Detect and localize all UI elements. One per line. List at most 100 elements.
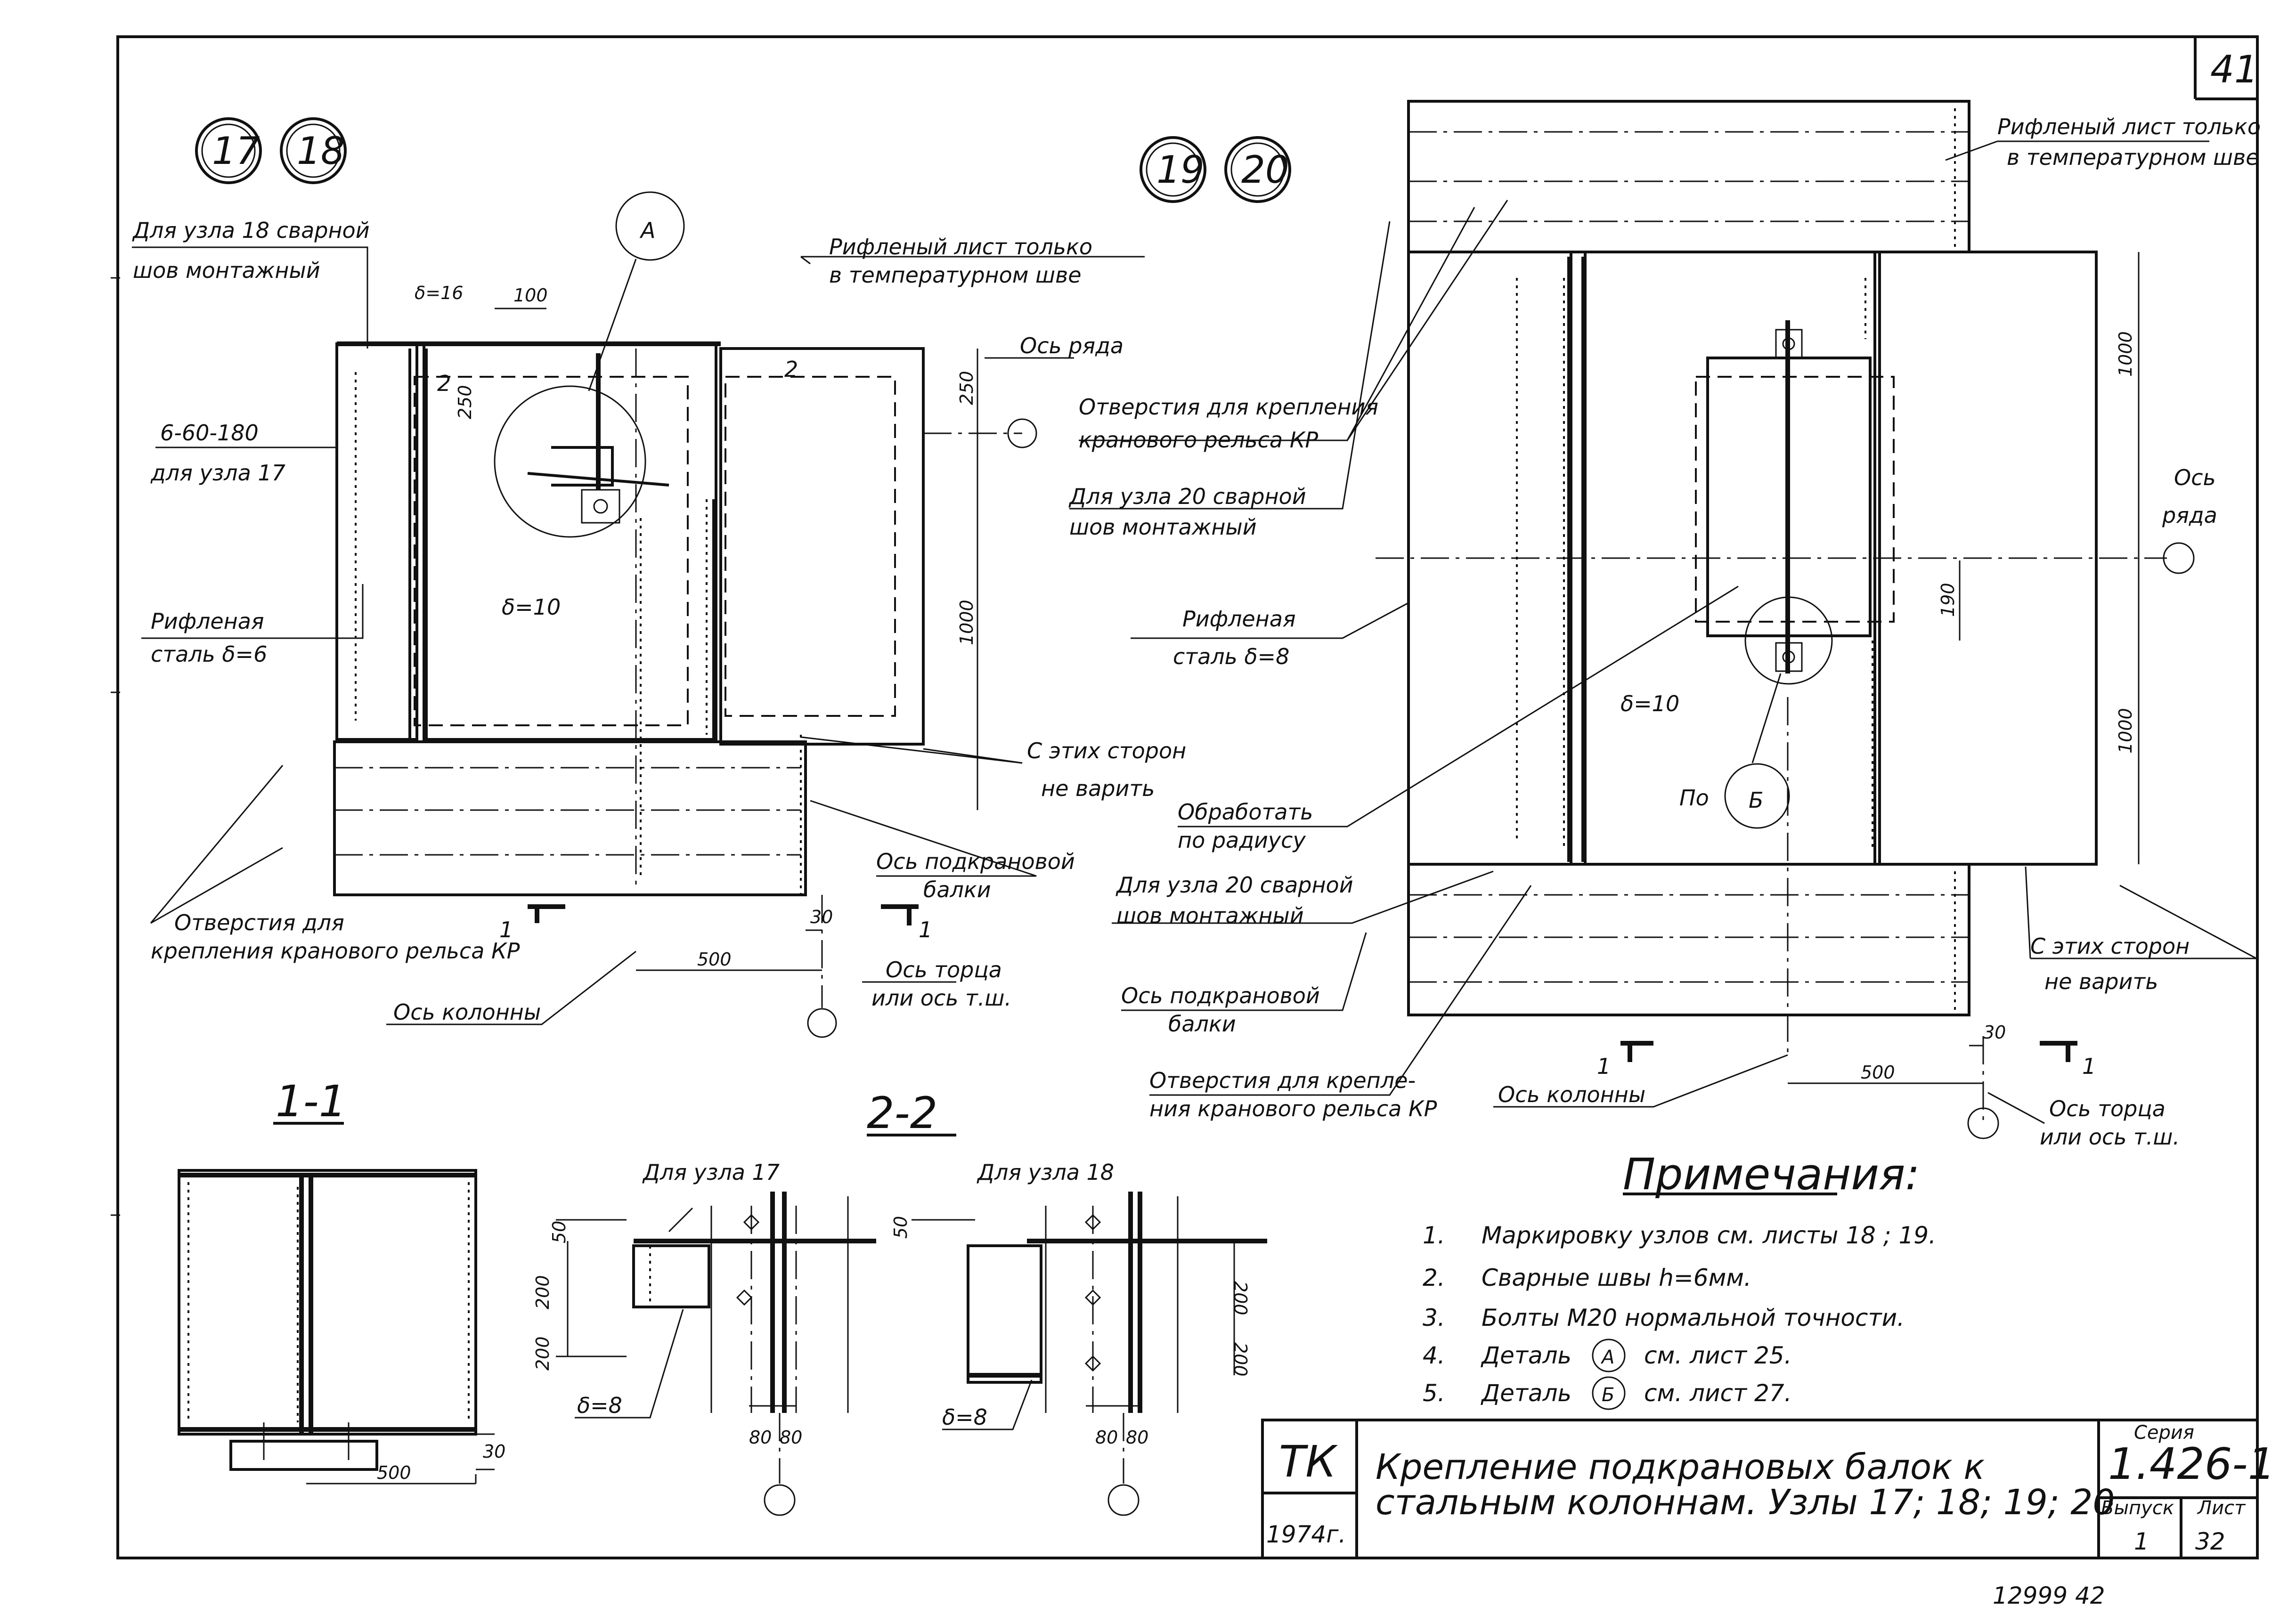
section-2-2-dim-50-b: 50 [890, 1216, 911, 1239]
right-riffle-note-2: в температурном шве [2007, 145, 2259, 170]
right-weld20-top-1: Для узла 20 сварной [1068, 484, 1306, 509]
title-org: ТК [1279, 1436, 1338, 1487]
right-column-axis: Ось колонны [1498, 1082, 1645, 1107]
node-markers-left [195, 117, 347, 184]
section-2-2-thk-a: δ=8 [577, 1393, 622, 1418]
right-beam-axis-2: балки [1168, 1011, 1236, 1037]
note-5-detail-circle [1592, 1376, 1626, 1410]
notes-heading: Примечания: [1623, 1149, 1920, 1200]
section-2-2-dim-200-a: 200 [532, 1275, 553, 1309]
right-rail-holes-top-1: Отверстия для крепления [1079, 394, 1378, 420]
section-2-2-dim-50-a: 50 [549, 1221, 570, 1243]
right-checkered-1: Рифленая [1182, 606, 1296, 632]
right-rail-holes-bot-1: Отверстия для крепле- [1149, 1068, 1416, 1093]
right-dim-1000-top: 1000 [2115, 331, 2136, 377]
note-3-num: 3. [1423, 1304, 1445, 1331]
node-label-19: 19 [1156, 148, 1205, 192]
issue-value: 1 [2134, 1528, 2149, 1555]
note-4-num: 4. [1423, 1342, 1445, 1369]
section-2-2-dim-80-d: 80 [1126, 1427, 1148, 1448]
left-no-weld-2: не варить [1041, 776, 1155, 801]
section-2-2-dim-200-d: 200 [1230, 1342, 1251, 1377]
right-detail-ref: По [1679, 785, 1709, 811]
node-circle-19 [1140, 136, 1206, 203]
note-4-tail: см. лист 25. [1644, 1342, 1791, 1369]
right-weld20-bot-1: Для узла 20 сварной [1115, 872, 1353, 898]
right-row-axis-2: ряда [2162, 503, 2217, 528]
right-plate-thk-10: δ=10 [1620, 691, 1679, 716]
section-1-1-dim-30: 30 [483, 1441, 505, 1462]
note-5-circle-letter: Б [1602, 1384, 1614, 1406]
left-cut-1b: 1 [919, 917, 932, 942]
left-no-weld-1: С этих сторон [1027, 738, 1186, 763]
title-line-1: Крепление подкрановых балок к [1376, 1447, 1985, 1487]
series-value: 1.426-1 [2108, 1439, 2275, 1489]
left-row-axis: Ось ряда [1020, 333, 1124, 358]
detail-a-marker [588, 191, 685, 391]
section-2-2-dim-80-c: 80 [1095, 1427, 1118, 1448]
left-plate-thk-16: δ=16 [415, 283, 463, 303]
left-dim-30: 30 [810, 907, 833, 927]
detail-b-marker [1724, 673, 1790, 829]
note-4-circle-letter: А [1600, 1347, 1614, 1368]
note-5-text: Деталь [1481, 1380, 1571, 1407]
section-1-1-dim-500: 500 [377, 1462, 411, 1483]
right-dim-500: 500 [1861, 1062, 1895, 1083]
right-end-axis-2: или ось т.ш. [2040, 1124, 2180, 1150]
node-circle-20 [1224, 136, 1291, 203]
left-weld-note-2: шов монтажный [133, 258, 320, 283]
left-checkered-2: сталь δ=6 [151, 641, 267, 667]
left-cut-1a: 1 [499, 917, 513, 942]
title-year: 1974г. [1266, 1521, 1346, 1548]
right-riffle-note-1: Рифленый лист только [1997, 114, 2261, 139]
bottom-stamp: 12999 42 [1993, 1582, 2105, 1609]
right-cut-1b: 1 [2082, 1054, 2096, 1079]
note-1-text: Маркировку узлов см. листы 18 ; 19. [1482, 1222, 1936, 1249]
left-plan-view [132, 246, 1145, 1038]
right-process-2: по радиусу [1178, 828, 1306, 853]
section-2-2-dim-80-b: 80 [780, 1427, 802, 1448]
left-dim-1000: 1000 [956, 600, 977, 645]
right-dim-190: 190 [1938, 583, 1958, 617]
section-2-2-for-18: Для узла 18 [977, 1160, 1114, 1185]
note-4-detail-circle [1592, 1339, 1626, 1372]
corner-sheet-number: 41 [2210, 48, 2258, 91]
left-beam-axis-2: балки [923, 877, 991, 902]
left-holes-2: для узла 17 [150, 460, 285, 486]
left-rail-holes-2: крепления кранового рельса КР [151, 938, 520, 964]
left-weld-note-1: Для узла 18 сварной [132, 218, 370, 243]
left-end-axis-1: Ось торца [886, 957, 1002, 982]
note-3-text: Болты М20 нормальной точности. [1482, 1304, 1905, 1331]
sheet-frame [111, 35, 2259, 1559]
note-1-num: 1. [1423, 1222, 1445, 1249]
section-2-2-title: 2-2 [867, 1088, 937, 1138]
node-circle-18 [280, 117, 347, 184]
note-5-num: 5. [1423, 1380, 1445, 1407]
right-beam-axis-1: Ось подкрановой [1121, 983, 1320, 1008]
right-checkered-2: сталь δ=8 [1173, 644, 1289, 669]
detail-b-label: Б [1749, 787, 1764, 813]
node-circle-17 [195, 117, 262, 184]
sheet-value: 32 [2195, 1528, 2225, 1555]
section-2-2-for-17: Для узла 17 [642, 1160, 780, 1185]
right-weld20-bot-2: шов монтажный [1116, 903, 1304, 928]
left-dim-250-small: 250 [455, 385, 475, 419]
right-plan-view [1069, 100, 2257, 1139]
right-rail-holes-top-2: кранового рельса КР [1079, 427, 1318, 453]
detail-a-label: А [639, 218, 655, 243]
right-cut-1a: 1 [1597, 1054, 1611, 1079]
left-cut-2b: 2 [784, 357, 798, 382]
issue-label: Выпуск [2101, 1497, 2174, 1519]
section-2-2-dim-200-b: 200 [532, 1336, 553, 1371]
section-2-2-dim-80-a: 80 [749, 1427, 772, 1448]
right-process-1: Обработать [1178, 799, 1313, 825]
left-dim-500: 500 [697, 949, 732, 970]
right-dim-30: 30 [1983, 1022, 2006, 1043]
left-riffle-note-2: в температурном шве [829, 262, 1082, 288]
series-label: Серия [2134, 1422, 2194, 1444]
note-4-text: Деталь [1481, 1342, 1571, 1369]
section-1-1 [178, 1122, 495, 1485]
right-row-axis-1: Ось [2174, 465, 2216, 490]
note-2-num: 2. [1423, 1264, 1445, 1291]
left-end-axis-2: или ось т.ш. [871, 985, 1011, 1011]
